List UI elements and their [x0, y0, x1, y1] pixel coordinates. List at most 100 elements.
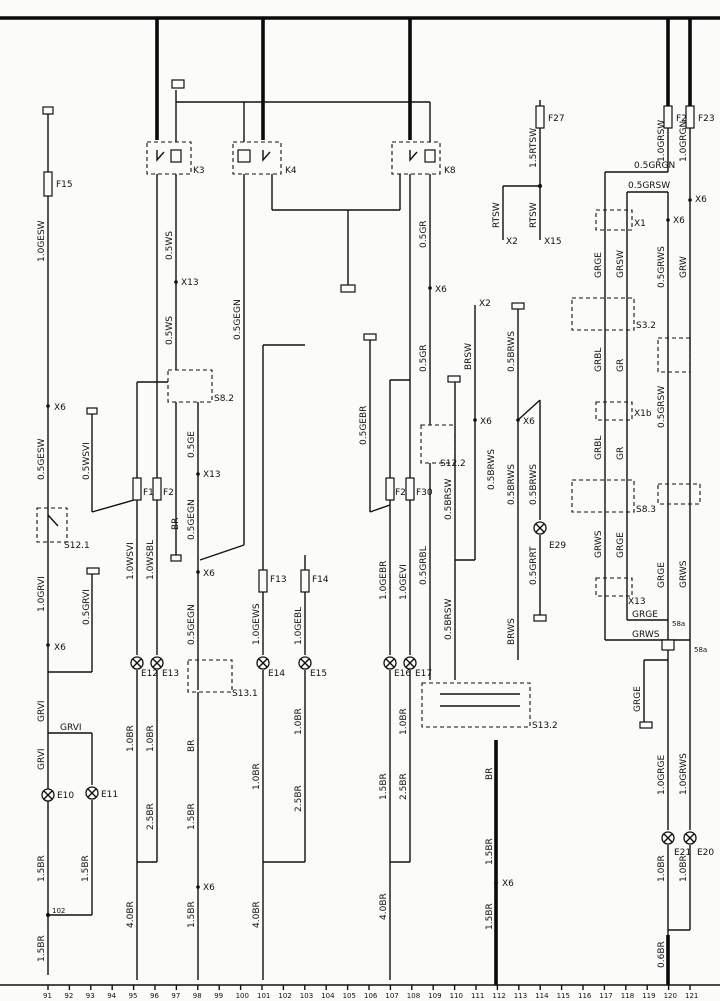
wire-label: 1.0BR	[679, 855, 689, 882]
wire-label: GRWS	[594, 530, 604, 558]
lamp-e16-label: E16	[394, 669, 411, 679]
connector-x6-label: X6	[480, 417, 492, 427]
switch-s13-1-box	[187, 659, 233, 693]
wire-label: 0.5WSVI	[82, 442, 92, 480]
scale-label: 112	[492, 992, 505, 1000]
wire-label: GRWS	[679, 560, 689, 588]
relay-k3-box	[146, 141, 192, 175]
scale-label: 107	[385, 992, 398, 1000]
lamp-e10-label: E10	[57, 791, 74, 801]
terminal-box	[661, 639, 675, 651]
wire-label: 1.0GESW	[37, 220, 47, 262]
connector-x13-label: X13	[181, 278, 199, 288]
scale-label: 94	[107, 992, 116, 1000]
wire-label: 2.5BR	[146, 803, 156, 830]
lamp-e21	[661, 831, 675, 845]
scale-label: 115	[557, 992, 570, 1000]
wire-label: 0.5BRWS	[507, 331, 517, 372]
connector-pin	[196, 885, 200, 889]
wire-label: 0.5GRVI	[82, 589, 92, 625]
wire-label: 1.0BR	[252, 763, 262, 790]
wire-label: 1.5BR	[187, 803, 197, 830]
relay-k4-coil	[237, 149, 251, 163]
fuse-f1-label: F1	[143, 488, 154, 498]
scale-label: 104	[321, 992, 335, 1000]
connector-x6-label: X6	[523, 417, 535, 427]
wire-label: 0.5BRSW	[444, 599, 454, 640]
scale-label: 108	[407, 992, 420, 1000]
lamp-e17-label: E17	[415, 669, 432, 679]
wire-label: 0.5BRWS	[529, 464, 539, 505]
wire-label: 0.5GE	[187, 431, 197, 458]
connector-pin	[473, 418, 477, 422]
wire-label: 1.5BR	[37, 855, 47, 882]
lamp-e20	[683, 831, 697, 845]
wire-label: 0.5BRWS	[507, 464, 517, 505]
relay-k8-label: K8	[444, 166, 456, 176]
wire-label: 0.5GRWS	[657, 246, 667, 288]
relay-k4-box	[232, 141, 282, 175]
wire-label: GR	[616, 447, 626, 460]
wire-label: 1.0BR	[146, 725, 156, 752]
terminal-label: 102	[52, 907, 65, 915]
terminal-box	[639, 721, 653, 729]
wire-label: GRGE	[632, 610, 658, 620]
wire-k4-cross	[199, 544, 245, 561]
wire-label: GRVI	[60, 723, 82, 733]
scale-label: 106	[364, 992, 378, 1000]
wire-label: 1.0GRVI	[37, 576, 47, 612]
scale-label: 92	[64, 992, 73, 1000]
wire-label: 0.6BR	[657, 941, 667, 968]
connector-x13-label: X13	[628, 597, 646, 607]
fuse-f15	[43, 171, 53, 197]
scale-label: 95	[129, 992, 138, 1000]
wire-label: 1.5BR	[37, 935, 47, 962]
relay-k3-coil	[170, 149, 182, 163]
switch-s13-2-box	[421, 682, 531, 728]
wire-label: 0.5GRRT	[529, 546, 539, 585]
connector-x6-label: X6	[54, 643, 66, 653]
wire-label: GR	[616, 359, 626, 372]
wire-label: 1.5BR	[485, 903, 495, 930]
wire-label: GRW	[679, 256, 689, 278]
switch-s13-2-diodes	[440, 693, 520, 707]
wire-label: GRGE	[616, 532, 626, 558]
connector-x2-label: X2	[506, 237, 518, 247]
switch-s8-3-label: S8.3	[636, 505, 656, 515]
lamp-e16	[383, 656, 397, 670]
connector-x6-label: X6	[203, 883, 215, 893]
wire-label: RTSW	[492, 202, 502, 228]
fuse-f2-label: F2	[163, 488, 174, 498]
connector-x6-label: X6	[435, 285, 447, 295]
lamp-e12	[130, 656, 144, 670]
terminal-box	[533, 614, 547, 622]
wire-label: GRBL	[594, 348, 604, 372]
wire-label: BRSW	[464, 343, 474, 370]
relay-k4-label: K4	[285, 166, 297, 176]
switch-s12-2-label: S12.2	[440, 459, 466, 469]
lamp-e17	[403, 656, 417, 670]
wire-label: 0.5GEGN	[187, 499, 197, 540]
scale-label: 93	[86, 992, 95, 1000]
lamp-e13-label: E13	[162, 669, 179, 679]
connector-pin	[196, 472, 200, 476]
wire-label: GRWS	[632, 630, 660, 640]
scale-label: 99	[214, 992, 223, 1000]
scale-label: 111	[471, 992, 484, 1000]
wire-label: 1.0GRWS	[679, 753, 689, 795]
scale-label: 118	[621, 992, 634, 1000]
lamp-e13	[150, 656, 164, 670]
scale-label: 100	[236, 992, 249, 1000]
wire-label: 0.5WS	[165, 231, 175, 260]
connector-x2-label: X2	[479, 299, 491, 309]
terminal-box	[363, 333, 377, 341]
wire-label: 1.0GRGN	[679, 121, 689, 162]
wire-label: 1.0GEVI	[399, 564, 409, 600]
switch-s3-2-box	[571, 297, 635, 331]
terminal-box	[42, 106, 54, 115]
junction-dot	[538, 184, 542, 188]
fuse-f2	[152, 477, 162, 501]
wire-label: 1.5BR	[81, 855, 91, 882]
terminal-box	[511, 302, 525, 310]
